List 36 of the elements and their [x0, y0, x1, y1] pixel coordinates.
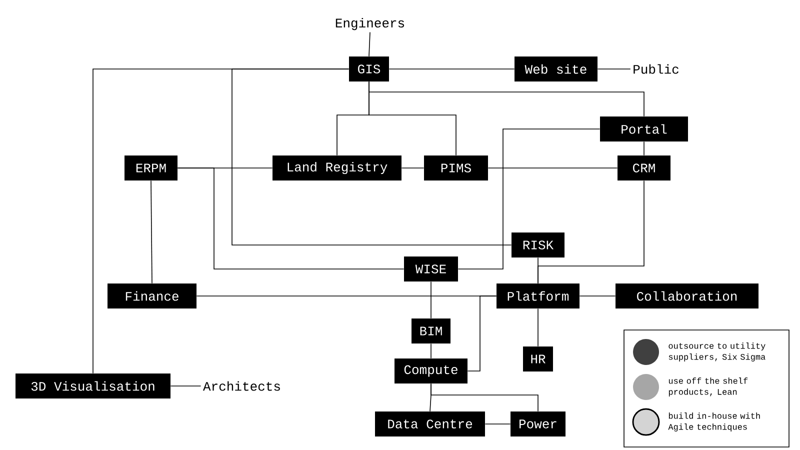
connector-line	[467, 296, 497, 372]
connector-line	[368, 32, 370, 57]
connector-line	[388, 68, 515, 70]
legend-text: build in-house with Agile techniques	[668, 412, 760, 432]
system-box: CRM	[618, 156, 670, 180]
legend-text: outsource to utility suppliers, Six Sigma	[668, 342, 766, 362]
system-box: Land Registry	[272, 156, 402, 180]
connector-line	[430, 281, 432, 319]
system-box: Power	[510, 412, 566, 436]
connector-line	[232, 68, 512, 246]
system-box: Data Centre	[375, 412, 485, 436]
connector-line	[177, 168, 404, 270]
connector-line	[430, 383, 538, 412]
system-box: Compute	[394, 358, 468, 384]
connector-line	[430, 343, 432, 359]
system-box: GIS	[349, 56, 389, 82]
system-box: HR	[523, 346, 553, 372]
system-box: Collaboration	[616, 284, 758, 308]
connector-line	[368, 81, 644, 117]
system-box: RISK	[512, 232, 564, 258]
legend-text: use off the shelf products, Lean	[668, 378, 748, 396]
system-box: Web site	[514, 56, 598, 82]
system-box: PIMS	[424, 156, 488, 180]
system-box: WISE	[404, 256, 458, 282]
system-box: 3D Visualisation	[16, 374, 170, 398]
connector-line	[597, 68, 631, 70]
system-box: ERPM	[124, 156, 178, 180]
system-box: Finance	[108, 284, 196, 308]
system-box: BIM	[412, 318, 450, 344]
connector-line	[150, 180, 152, 284]
system-box: Portal	[600, 116, 688, 142]
connector-line	[458, 128, 600, 270]
audience-label: Engineers	[336, 18, 404, 30]
audience-label: Architects	[203, 381, 280, 391]
system-box: Platform	[496, 284, 580, 308]
audience-label: Public	[634, 64, 678, 74]
